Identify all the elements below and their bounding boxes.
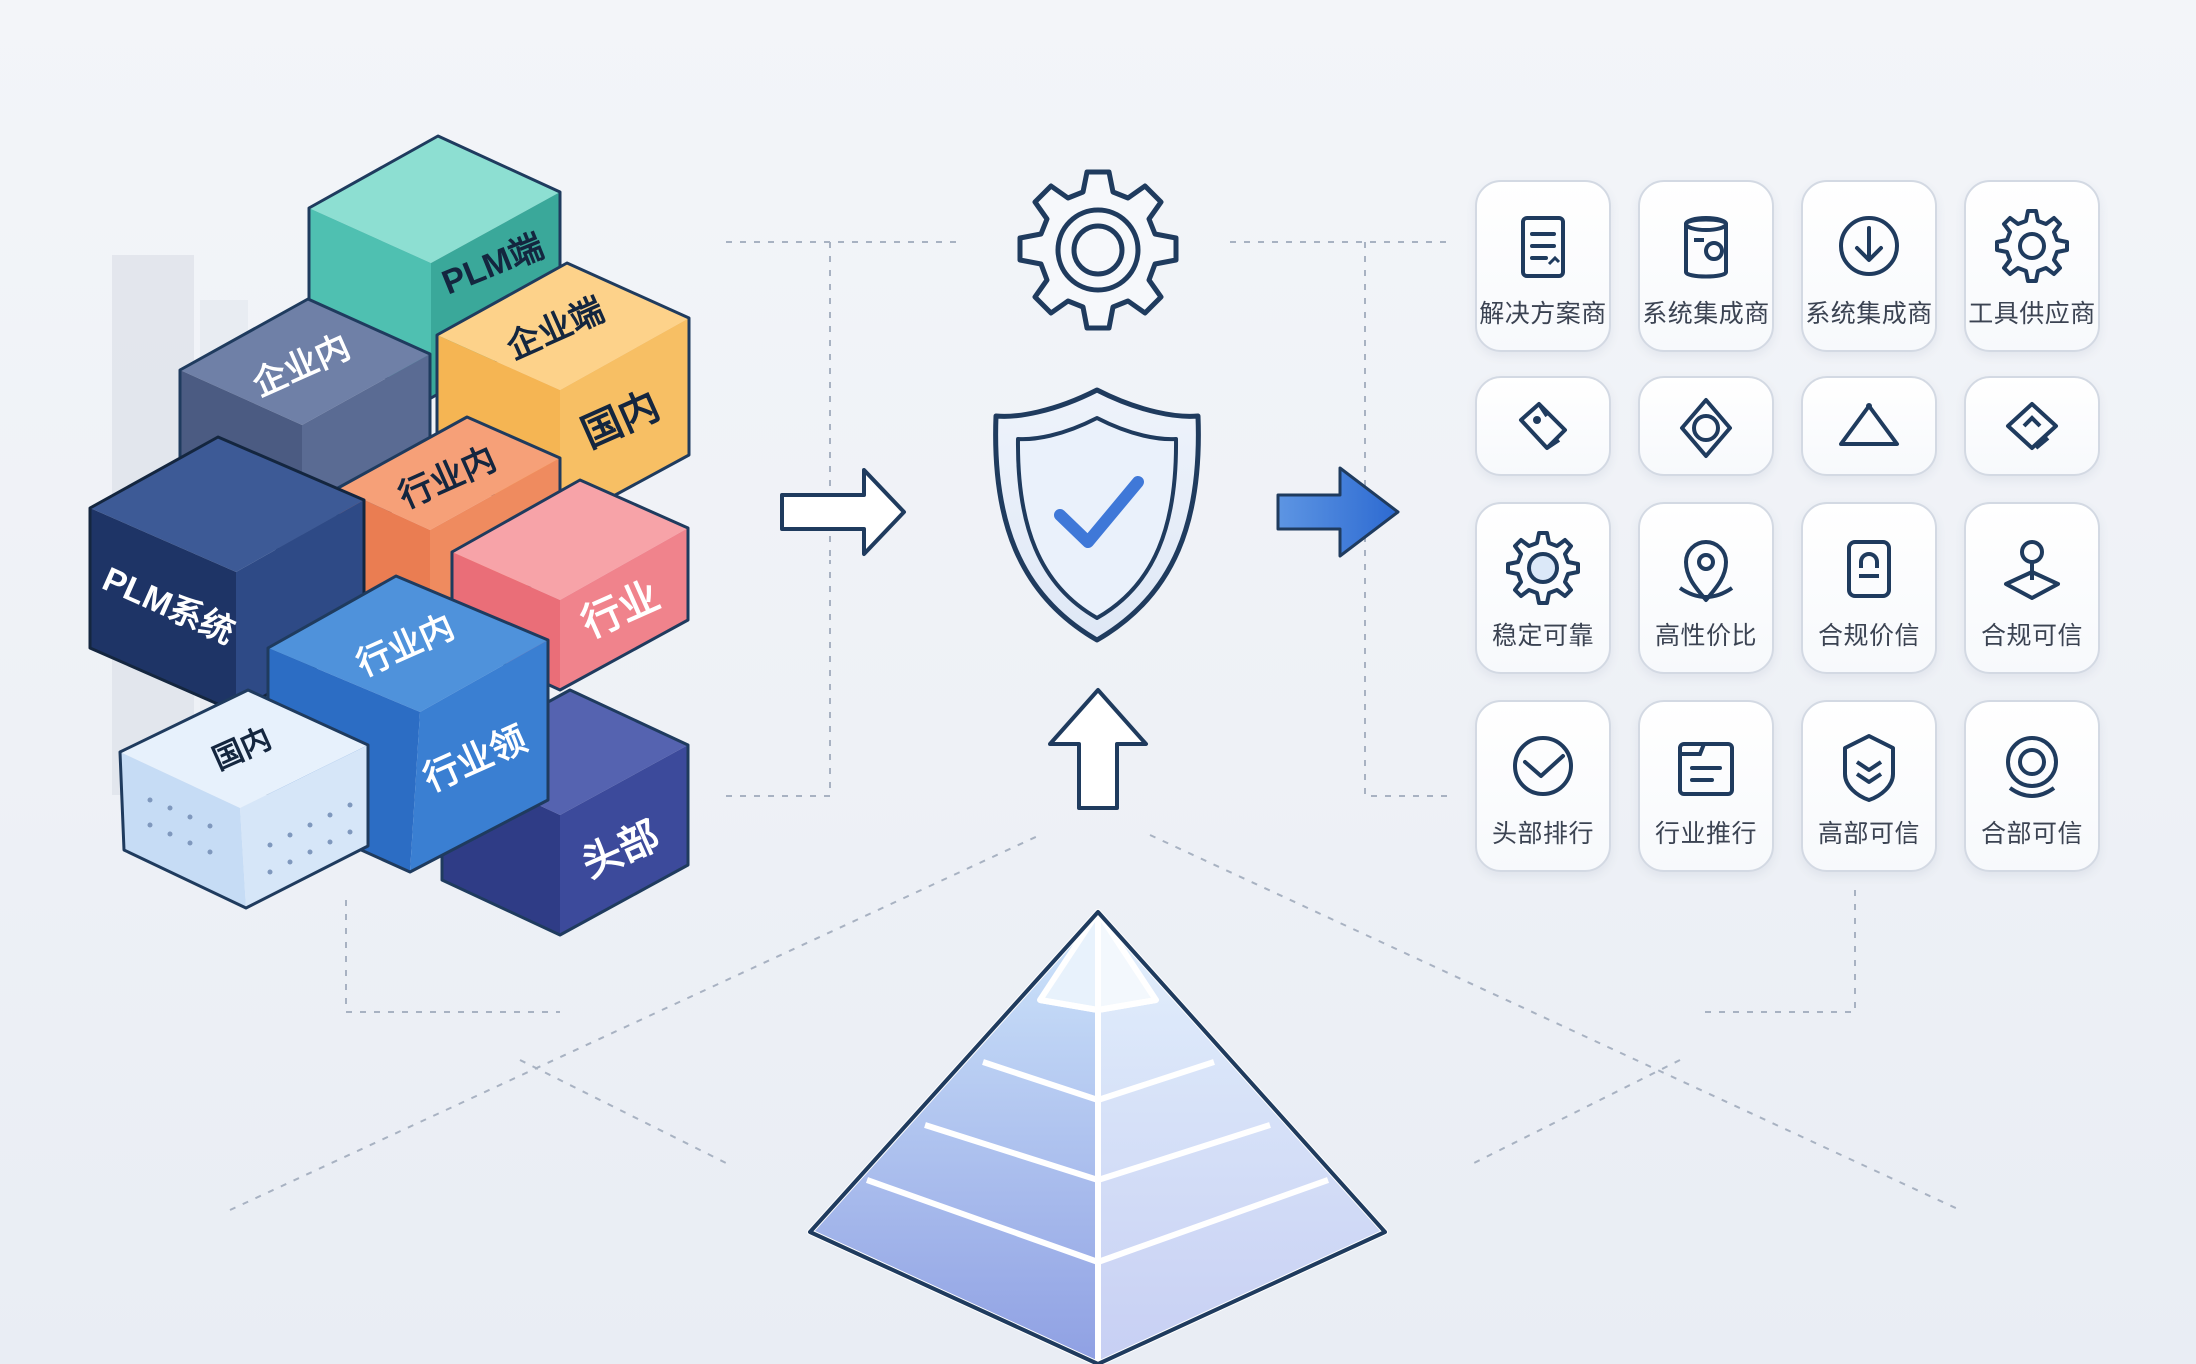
- card-system-integrator-label: 系统集成商: [1642, 299, 1770, 328]
- arrow-right-blue-icon: [1276, 466, 1400, 558]
- card-compliant-trusted-label: 合规价信: [1817, 621, 1920, 650]
- user-circle-icon: [2006, 736, 2058, 798]
- arrow-right-outline-icon: [780, 468, 906, 556]
- cube-cluster: PLM端 企业内 企业端 国内 行业内: [88, 134, 691, 937]
- card-tool-supplier: 工具供应商: [1964, 180, 2100, 352]
- card-high-trust: 高部可信: [1801, 700, 1937, 872]
- card-compliant-trusted: 合规价信: [1801, 502, 1937, 674]
- card-high-trust-label: 高部可信: [1817, 819, 1920, 848]
- card-system-integrator-2-label: 系统集成商: [1805, 299, 1933, 328]
- card-compliant-credible: 合规可信: [1964, 502, 2100, 674]
- card-cost-effective-label: 高性价比: [1654, 621, 1757, 650]
- card-tag: [1475, 376, 1611, 476]
- document-list-icon: [1678, 742, 1734, 796]
- tag-icon: [1519, 402, 1567, 450]
- shield-check-icon: [993, 387, 1201, 643]
- server-icon: [1684, 216, 1728, 279]
- card-ticket: [1964, 376, 2100, 476]
- card-stable-reliable-label: 稳定可靠: [1491, 621, 1594, 650]
- card-solution-provider: 解决方案商: [1475, 180, 1611, 352]
- card-system-integrator: 系统集成商: [1638, 180, 1774, 352]
- shield-layers-icon: [1843, 734, 1895, 802]
- card-compliant-credible-label: 合规可信: [1980, 621, 2083, 650]
- gear-icon: [1995, 209, 2069, 283]
- cube-small-domestic: 国内: [118, 688, 370, 910]
- card-industry-promotion: 行业推行: [1638, 700, 1774, 872]
- connector-lines: [229, 241, 1961, 1211]
- ticket-icon: [2006, 402, 2058, 450]
- card-joint-trust-label: 合部可信: [1980, 819, 2083, 848]
- checkmark-circle-icon: [1513, 736, 1573, 796]
- document-icon: [1521, 216, 1565, 278]
- card-cost-effective: 高性价比: [1638, 502, 1774, 674]
- card-system-integrator-2: 系统集成商: [1801, 180, 1937, 352]
- card-head-ranking: 头部排行: [1475, 700, 1611, 872]
- target-icon: [1680, 398, 1732, 458]
- gear-badge-icon: [1506, 531, 1580, 605]
- map-pin-icon: [2004, 540, 2060, 600]
- lock-badge-icon: [1847, 540, 1891, 598]
- gear-icon: [1017, 169, 1179, 331]
- card-hanger: [1801, 376, 1937, 476]
- card-solution-provider-label: 解决方案商: [1479, 299, 1607, 328]
- card-joint-trust: 合部可信: [1964, 700, 2100, 872]
- arrow-up-icon: [1048, 688, 1148, 810]
- location-pin-icon: [1678, 540, 1734, 602]
- card-tool-supplier-label: 工具供应商: [1968, 299, 2096, 328]
- download-circle-icon: [1839, 216, 1899, 276]
- card-industry-promotion-label: 行业推行: [1654, 819, 1757, 848]
- hanger-icon: [1839, 403, 1899, 446]
- card-stable-reliable: 稳定可靠: [1475, 502, 1611, 674]
- card-target: [1638, 376, 1774, 476]
- card-head-ranking-label: 头部排行: [1491, 819, 1594, 848]
- pyramid-icon: [807, 909, 1388, 1364]
